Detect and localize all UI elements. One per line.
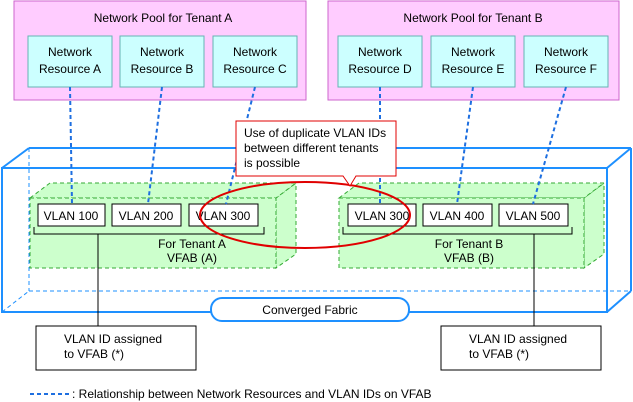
resource-a-line1: Network [48,45,93,59]
link-e-vlan400 [456,86,474,205]
callout-line1: Use of duplicate VLAN IDs [244,126,386,140]
resource-c-line1: Network [233,45,278,59]
vlan-a-100: VLAN 100 [44,209,99,223]
resource-f: Network Resource F [523,35,609,88]
pool-b-title: Network Pool for Tenant B [403,11,542,25]
vlan-group-b: VLAN 300 VLAN 400 VLAN 500 [342,203,573,235]
converged-fabric-label-box: Converged Fabric [210,297,410,322]
callout-line3: is possible [244,156,300,170]
resource-e: Network Resource E [430,35,516,88]
vfab-a-name-label: VFAB (A) [167,251,217,265]
network-pool-a: Network Pool for Tenant A Network Resour… [13,0,307,101]
resource-e-line1: Network [451,45,496,59]
vlan-group-a: VLAN 100 VLAN 200 VLAN 300 [33,203,265,235]
vfab-b-tenant-label: For Tenant B [435,237,503,251]
resource-c-line2: Resource C [223,62,287,76]
resource-d-line1: Network [358,45,403,59]
resource-b-line1: Network [140,45,185,59]
duplicate-vlan-ellipse [199,181,411,249]
note-right: VLAN ID assigned to VFAB (*) [440,234,602,371]
note-left-line2: to VFAB (*) [64,347,124,361]
vlan-b-300: VLAN 300 [355,209,410,223]
network-pool-b: Network Pool for Tenant B Network Resour… [327,0,620,101]
vlan-b-400: VLAN 400 [430,209,485,223]
resource-d: Network Resource D [337,35,423,88]
resource-b-line2: Resource B [131,62,194,76]
duplicate-vlan-callout: Use of duplicate VLAN IDs between differ… [235,120,397,187]
note-right-line1: VLAN ID assigned [469,332,567,346]
resource-f-line2: Resource F [535,62,597,76]
resource-e-line2: Resource E [442,62,505,76]
link-a-vlan100 [69,86,73,205]
pool-a-title: Network Pool for Tenant A [94,11,233,25]
vfab-a-tenant-label: For Tenant A [158,237,226,251]
legend-text: : Relationship between Network Resources… [72,387,432,401]
vlan-a-300: VLAN 300 [196,209,251,223]
link-f-vlan500 [532,86,567,205]
resource-c: Network Resource C [212,35,298,88]
vlan-b-500: VLAN 500 [506,209,561,223]
resource-f-line1: Network [544,45,589,59]
resource-d-line2: Resource D [348,62,412,76]
note-left: VLAN ID assigned to VFAB (*) [35,234,197,371]
resource-a: Network Resource A [27,35,113,88]
note-left-line1: VLAN ID assigned [64,332,162,346]
callout-line2: between different tenants [244,141,379,155]
note-right-line2: to VFAB (*) [469,347,529,361]
resource-b: Network Resource B [119,35,205,88]
resource-a-line2: Resource A [39,62,101,76]
link-c-vlan300 [225,86,256,205]
legend: : Relationship between Network Resources… [30,387,432,401]
converged-fabric-label: Converged Fabric [262,303,357,317]
vfab-b-name-label: VFAB (B) [444,251,494,265]
link-b-vlan200 [147,86,163,205]
vlan-a-200: VLAN 200 [119,209,174,223]
